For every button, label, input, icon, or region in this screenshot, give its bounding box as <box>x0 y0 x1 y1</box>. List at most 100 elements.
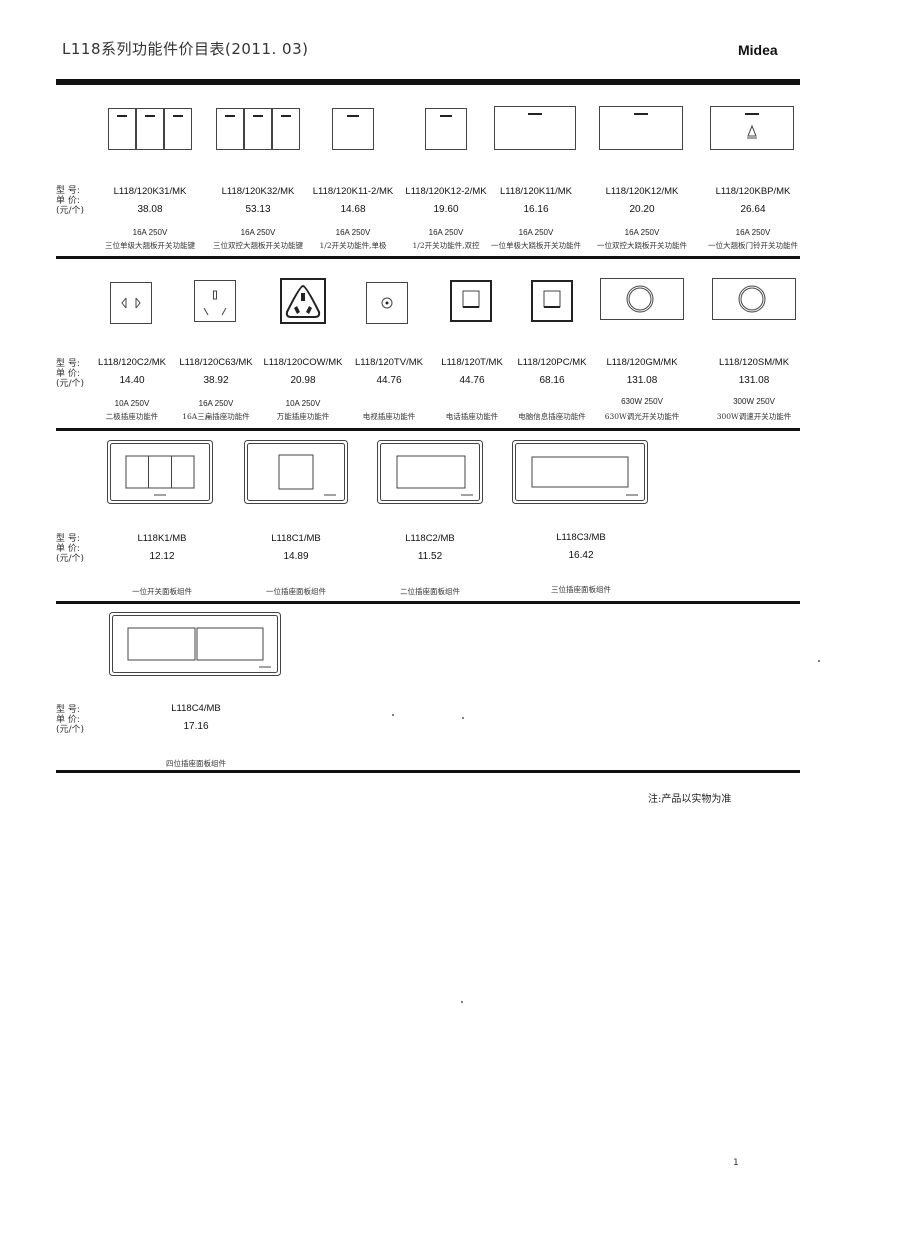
model-label: 型 号: <box>56 359 80 369</box>
triple-switch-image <box>216 108 300 150</box>
page-number: 1 <box>733 1158 739 1168</box>
product-price: 19.60 <box>433 204 459 215</box>
footer-note: 注:产品以实物为准 <box>648 794 732 805</box>
product-description: 1/2开关功能件,双控 <box>412 241 480 250</box>
product-price: 68.16 <box>539 375 565 386</box>
product-cell: L118K1/MB 12.12 <box>110 533 214 562</box>
product-model: L118/120C2/MK <box>98 357 166 368</box>
product-cell: L118/120C63/MK 38.92 <box>164 357 268 386</box>
product-cell: L118/120GM/MK 131.08 <box>590 357 694 386</box>
product-price: 20.98 <box>290 375 316 386</box>
product-price: 131.08 <box>738 375 770 386</box>
product-description: 二极插座功能件 <box>105 412 159 421</box>
unit-label: (元/个) <box>56 206 85 216</box>
doorbell-switch-image <box>710 106 794 150</box>
product-description: 电脑信息插座功能件 <box>518 412 586 421</box>
product-model: L118/120K11/MK <box>499 186 572 197</box>
product-cell: L118/120K12-2/MK 19.60 <box>394 186 498 215</box>
universal-socket-image <box>280 278 326 324</box>
product-model: L118C2/MB <box>405 533 455 544</box>
product-model: L118/120K12/MK <box>605 186 679 197</box>
product-model: L118C3/MB <box>556 532 606 543</box>
product-description: 一位插座面板组件 <box>266 587 326 596</box>
product-description: 一位开关面板组件 <box>132 587 192 596</box>
product-price: 14.89 <box>283 551 309 562</box>
product-rating: 16A 250V <box>428 228 464 237</box>
product-price: 44.76 <box>459 375 485 386</box>
product-rating: 16A 250V <box>198 399 234 408</box>
one-gang-socket-frame-image <box>244 440 348 504</box>
single-switch-image <box>599 106 683 150</box>
product-price: 44.76 <box>376 375 402 386</box>
product-price: 12.12 <box>149 551 175 562</box>
product-model: L118/120TV/MK <box>355 357 423 368</box>
product-model: L118/120K12-2/MK <box>405 186 487 197</box>
three-pin-socket-image <box>194 280 236 322</box>
product-model: L118/120T/MK <box>441 357 503 368</box>
model-label: 型 号: <box>56 705 80 715</box>
product-cell: L118/120K32/MK 53.13 <box>206 186 310 215</box>
phone-socket-image <box>450 280 492 322</box>
product-rating: 16A 250V <box>335 228 371 237</box>
product-model: L118K1/MB <box>137 533 187 544</box>
dimmer-switch-image <box>600 278 684 320</box>
unit-label: (元/个) <box>56 554 85 564</box>
product-cell: L118C1/MB 14.89 <box>244 533 348 562</box>
product-price: 20.20 <box>629 204 655 215</box>
product-rating: 630W 250V <box>621 397 663 406</box>
section-divider <box>56 601 800 604</box>
speed-switch-image <box>712 278 796 320</box>
product-cell: L118/120TV/MK 44.76 <box>337 357 441 386</box>
three-gang-socket-frame-image <box>512 440 648 504</box>
four-gang-socket-frame-image <box>109 612 281 676</box>
price-label: 单 价: <box>56 369 80 379</box>
two-pin-socket-image <box>110 282 152 324</box>
product-description: 四位插座面板组件 <box>166 759 226 768</box>
product-price: 131.08 <box>626 375 658 386</box>
product-description: 万能插座功能件 <box>276 412 330 421</box>
product-rating: 16A 250V <box>518 228 554 237</box>
scan-speck <box>392 714 394 716</box>
product-cell: L118/120K11/MK 16.16 <box>484 186 588 215</box>
product-description: 300W调速开关功能件 <box>716 412 792 421</box>
product-price: 38.08 <box>137 204 163 215</box>
product-description: 三位双控大翘板开关功能键 <box>213 241 303 250</box>
product-rating: 10A 250V <box>114 399 150 408</box>
product-model: L118/120KBP/MK <box>715 186 791 197</box>
product-rating: 16A 250V <box>735 228 771 237</box>
product-model: L118C1/MB <box>271 533 321 544</box>
one-gang-frame-image <box>107 440 213 504</box>
product-price: 38.92 <box>203 375 229 386</box>
half-switch-image <box>332 108 374 150</box>
product-description: 电视插座功能件 <box>362 412 416 421</box>
product-description: 一位单极大跷板开关功能件 <box>491 241 581 250</box>
product-price: 14.68 <box>340 204 366 215</box>
half-switch-image <box>425 108 467 150</box>
page-title: L118系列功能件价目表(2011. 03) <box>62 40 309 58</box>
product-model: L118/120C63/MK <box>179 357 253 368</box>
product-model: L118/120K11-2/MK <box>312 186 394 197</box>
product-description: 二位插座面板组件 <box>400 587 460 596</box>
product-cell: L118/120T/MK 44.76 <box>420 357 524 386</box>
product-model: L118/120GM/MK <box>606 357 678 368</box>
scan-speck <box>462 717 464 719</box>
product-rating: 16A 250V <box>624 228 660 237</box>
single-switch-image <box>494 106 576 150</box>
brand-name: Midea <box>738 42 778 58</box>
product-price: 53.13 <box>245 204 271 215</box>
product-price: 16.16 <box>523 204 549 215</box>
price-label: 单 价: <box>56 544 80 554</box>
price-label: 单 价: <box>56 715 80 725</box>
product-model: L118/120K32/MK <box>221 186 295 197</box>
two-gang-socket-frame-image <box>377 440 483 504</box>
product-description: 1/2开关功能件,单极 <box>319 241 387 250</box>
unit-label: (元/个) <box>56 379 85 389</box>
